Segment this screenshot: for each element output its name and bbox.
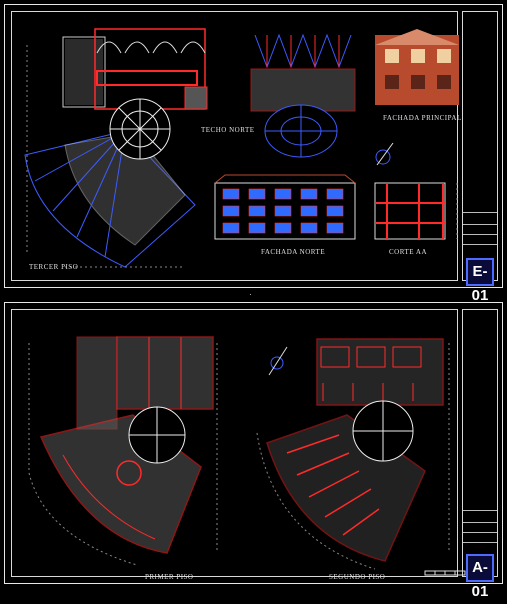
north-arrow-icon <box>268 346 288 376</box>
label-primer-piso: PRIMER PISO <box>145 573 194 581</box>
north-arrow-icon <box>375 142 394 166</box>
primer-piso-plan <box>28 336 218 566</box>
corte-aa-section <box>374 182 458 240</box>
label-segundo-piso: SEGUNDO PISO <box>329 573 386 581</box>
label-techo-norte: TECHO NORTE <box>201 126 255 134</box>
sheet-e01: E-01 <box>4 4 503 304</box>
label-tercer-piso: TERCER PISO <box>29 263 79 271</box>
label-fachada-norte: FACHADA NORTE <box>261 248 326 256</box>
segundo-piso-plan <box>256 338 450 570</box>
drawing-canvas <box>24 28 459 268</box>
fachada-norte-elevation <box>214 174 356 240</box>
scale-bar <box>424 570 466 576</box>
sheet-a01: A-01 <box>4 302 503 600</box>
techo-norte-plan <box>250 33 356 158</box>
label-corte-aa: CORTE AA <box>389 248 427 256</box>
sheet-separator <box>250 294 251 295</box>
fachada-principal-elevation <box>375 29 459 105</box>
title-block: E-01 <box>462 11 498 304</box>
drawing-frame <box>11 11 458 281</box>
drawing-frame <box>11 309 458 577</box>
drawing-canvas <box>28 336 466 576</box>
label-fachada-principal: FACHADA PRINCIPAL <box>383 114 462 122</box>
tercer-piso-plan <box>24 28 208 268</box>
sheet-code: E-01 <box>466 258 494 304</box>
